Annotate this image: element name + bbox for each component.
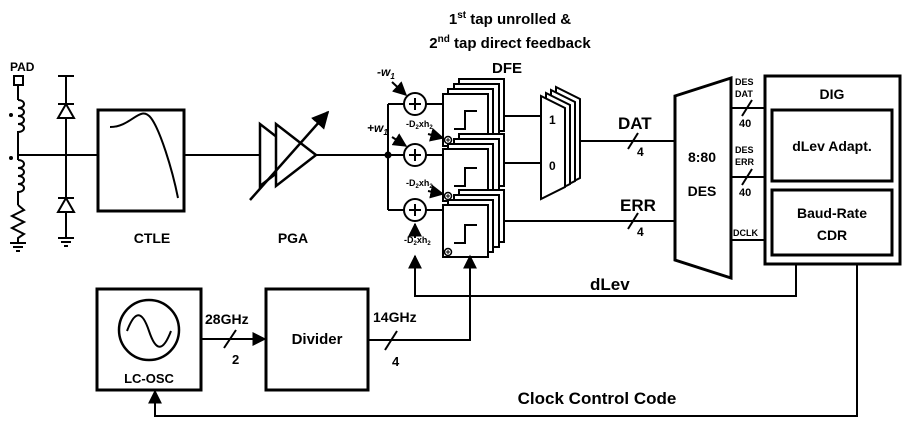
summer-top [403, 92, 427, 116]
osc-bus-slash [223, 329, 237, 349]
ctle-label: CTLE [134, 230, 171, 246]
esd-diode-bottom-icon [56, 195, 76, 213]
ground-right-icon [58, 237, 74, 247]
pad-label: PAD [10, 60, 35, 74]
mux-input-1: 1 [549, 113, 556, 127]
err-label: ERR [620, 196, 656, 215]
slicer-to-mux-wires [504, 115, 541, 164]
des-err-width: 40 [739, 187, 751, 199]
cdr-block [770, 188, 894, 257]
d2h2-label-bot: -D2xh2 [404, 235, 431, 247]
dat-bus-width: 4 [637, 145, 644, 159]
des-err-label-1: DES [735, 145, 754, 155]
inductor-dot-1 [9, 113, 13, 117]
dig-label: DIG [820, 86, 845, 102]
d2h2-label-mid: -D2xh2 [406, 178, 433, 190]
neg-w1-label: -w1 [377, 65, 395, 81]
inductor-dot-2 [9, 156, 13, 160]
summer-mid [403, 143, 427, 167]
dfe-title-line-2: 2nd tap direct feedback [429, 34, 591, 52]
des-label: DES [688, 183, 717, 199]
clock-control-wire [148, 264, 858, 417]
err-bus-slash [627, 212, 639, 230]
ctle-block [96, 108, 186, 213]
summer-bot [403, 198, 427, 222]
pga-block [249, 110, 330, 201]
dfe-label: DFE [492, 60, 522, 77]
divider-label: Divider [292, 331, 343, 348]
des-err-slash [741, 168, 753, 186]
div-bus-width: 4 [392, 354, 400, 369]
pos-w1-label: +w1 [367, 121, 388, 137]
freq-14ghz-label: 14GHz [373, 309, 417, 325]
inductor-top-icon [17, 99, 25, 150]
summer-to-slicer-wires [426, 103, 443, 211]
dlev-adapt-block [770, 108, 894, 183]
lc-osc-label: LC-OSC [124, 371, 174, 386]
pad-input-network: PAD [9, 60, 98, 252]
des-dat-slash [741, 99, 753, 117]
pga-triangle-2 [274, 121, 319, 189]
des-dat-width: 40 [739, 118, 751, 130]
err-bus-width: 4 [637, 225, 644, 239]
pos-w1-arrow [391, 133, 408, 147]
d2h2-arrow-mid [427, 184, 445, 199]
dfe-input-fanout [387, 103, 404, 211]
pga-label: PGA [278, 230, 308, 246]
des-dat-label-2: DAT [735, 89, 753, 99]
esd-diode-top-icon [56, 101, 76, 119]
des-ratio-label: 8:80 [688, 149, 716, 165]
dat-bus-slash [627, 132, 639, 150]
dlev-adapt-label: dLev Adapt. [792, 138, 872, 154]
ctle-response-icon [109, 112, 179, 199]
cdr-label-1: Baud-Rate [797, 205, 867, 221]
dclk-label: DCLK [733, 228, 758, 238]
d2h2-label-top: -D2xh2 [406, 119, 433, 131]
resistor-icon [9, 204, 27, 243]
clock-control-label: Clock Control Code [518, 389, 677, 408]
des-err-label-2: ERR [735, 157, 755, 167]
neg-w1-arrow [391, 81, 408, 96]
pad-square [13, 75, 24, 86]
divider-to-dfe-bus [368, 254, 477, 341]
dlev-feedback-wire [408, 254, 797, 297]
ground-left-icon [10, 242, 26, 252]
cdr-label-2: CDR [817, 227, 847, 243]
mux-stack [540, 85, 581, 201]
inductor-bottom-icon [17, 159, 25, 205]
mux-input-0: 0 [549, 159, 556, 173]
sine-wave-icon [126, 314, 172, 348]
des-block [673, 75, 733, 281]
osc-bus-width: 2 [232, 352, 239, 367]
des-dat-label-1: DES [735, 77, 754, 87]
d2h2-arrow-top [427, 127, 445, 142]
pga-variable-arrow [249, 110, 330, 201]
dat-label: DAT [618, 114, 652, 133]
slicer-stack-bot [442, 189, 505, 258]
freq-28ghz-label: 28GHz [205, 311, 249, 327]
div-bus-slash [384, 330, 398, 351]
dfe-title-line-1: 1st tap unrolled & [449, 10, 571, 28]
dlev-label: dLev [590, 275, 630, 294]
